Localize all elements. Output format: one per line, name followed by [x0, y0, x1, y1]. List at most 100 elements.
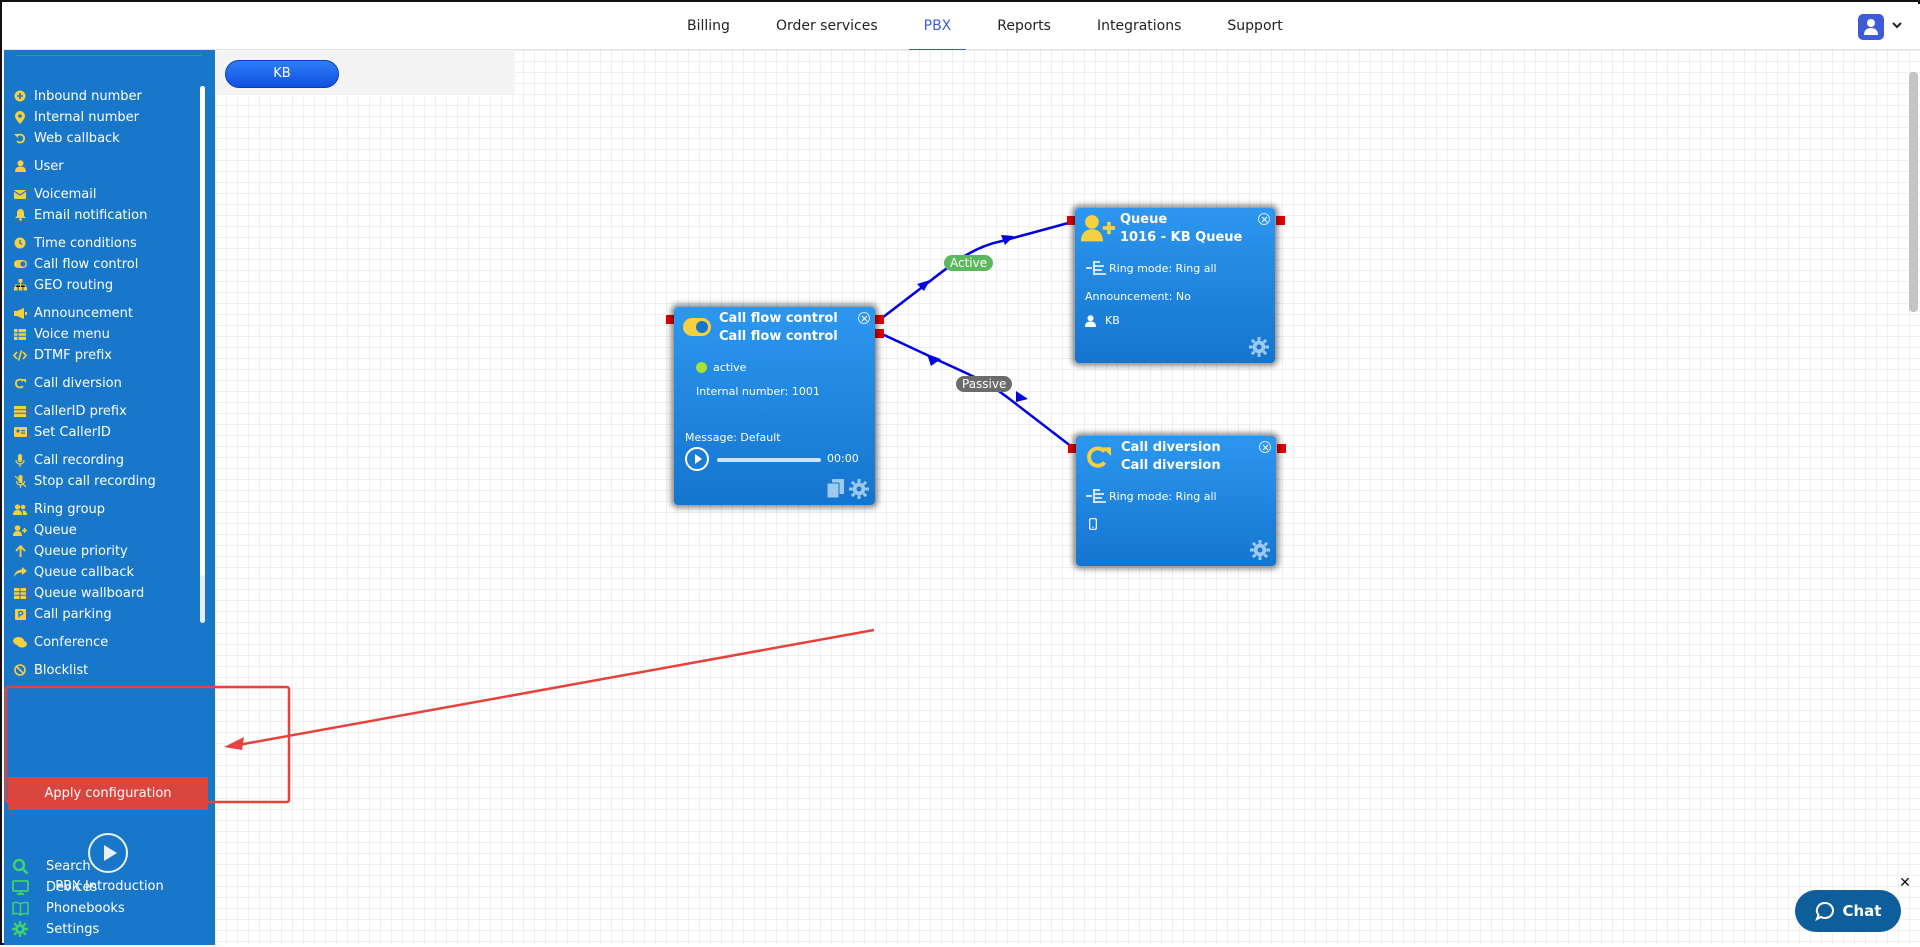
sidebar-item-queue[interactable]: Queue — [13, 520, 77, 540]
undo-icon — [13, 131, 27, 145]
sidebar-item-user[interactable]: User — [13, 156, 64, 176]
sidebar-item-label: Announcement — [34, 305, 133, 321]
node-input-port[interactable] — [1068, 444, 1077, 453]
sidebar-tool-settings[interactable]: Settings — [12, 919, 99, 939]
top-navigation: Billing Order services PBX Reports Integ… — [4, 4, 1920, 51]
sidebar-item-conference[interactable]: Conference — [13, 632, 108, 652]
status-text: active — [713, 361, 747, 374]
play-button[interactable] — [685, 447, 709, 471]
node-status: active — [696, 361, 746, 374]
sidebar-tool-phonebooks[interactable]: Phonebooks — [12, 898, 125, 918]
node-title: Call diversion — [1121, 440, 1221, 455]
gear-icon[interactable] — [1249, 337, 1269, 357]
sidebar-item-queue-priority[interactable]: Queue priority — [13, 541, 128, 561]
node-input-port[interactable] — [1067, 216, 1076, 225]
sidebar-tool-search[interactable]: Search — [12, 856, 91, 876]
node-close-icon[interactable] — [1259, 441, 1271, 453]
user-menu-button[interactable] — [1858, 14, 1884, 40]
sidebar-item-inbound-number[interactable]: Inbound number — [13, 86, 142, 106]
sidebar-item-label: Call diversion — [34, 375, 122, 391]
sidebar-item-email-notification[interactable]: Email notification — [13, 205, 147, 225]
sidebar-item-set-callerid[interactable]: Set CallerID — [13, 422, 111, 442]
chat-label: Chat — [1842, 902, 1882, 920]
sidebar-item-label: CallerID prefix — [34, 403, 127, 419]
share-icon — [13, 565, 27, 579]
sidebar-item-blocklist[interactable]: Blocklist — [13, 660, 88, 680]
toggle-icon — [683, 318, 711, 336]
node-close-icon[interactable] — [1258, 213, 1270, 225]
sidebar-item-label: Voicemail — [34, 186, 97, 202]
kb-context-button[interactable]: KB — [225, 60, 339, 88]
users-icon — [13, 502, 27, 516]
microphone-slash-icon — [13, 474, 27, 488]
gear-icon — [12, 920, 30, 938]
node-input-port[interactable] — [666, 315, 675, 324]
sidebar-tool-label: Search — [46, 858, 91, 874]
apply-configuration-button[interactable]: Apply configuration — [8, 777, 208, 810]
chevron-down-icon[interactable] — [1890, 18, 1904, 32]
mobile-phone-icon — [1089, 518, 1097, 530]
table-icon — [13, 586, 27, 600]
toggle-icon — [13, 257, 27, 271]
node-queue[interactable]: Queue 1016 - KB Queue Ring mode: Ring al… — [1075, 208, 1275, 363]
bell-icon — [13, 208, 27, 222]
tab-reports[interactable]: Reports — [997, 18, 1051, 34]
node-output-port-passive[interactable] — [875, 329, 884, 338]
node-output-port-active[interactable] — [875, 315, 884, 324]
gear-icon[interactable] — [1250, 540, 1270, 560]
tab-support[interactable]: Support — [1227, 18, 1283, 34]
sidebar-item-label: GEO routing — [34, 277, 114, 293]
sidebar-scrollbar-thumb[interactable] — [200, 86, 205, 576]
edge-active-arrow — [917, 235, 1014, 291]
node-message: Message: Default — [685, 431, 781, 444]
sidebar-tool-label: Phonebooks — [46, 900, 125, 916]
sidebar-item-announcement[interactable]: Announcement — [13, 303, 133, 323]
sidebar-item-dtmf-prefix[interactable]: DTMF prefix — [13, 345, 112, 365]
sidebar-item-ring-group[interactable]: Ring group — [13, 499, 105, 519]
edge-label-passive: Passive — [956, 376, 1013, 392]
sidebar-item-time-conditions[interactable]: Time conditions — [13, 233, 137, 253]
sidebar-item-callerid-prefix[interactable]: CallerID prefix — [13, 401, 127, 421]
sidebar-item-queue-wallboard[interactable]: Queue wallboard — [13, 583, 144, 603]
flow-canvas[interactable]: KB — [215, 50, 1920, 945]
node-subtitle: 1016 - KB Queue — [1120, 230, 1243, 245]
edge-passive-arrow — [927, 354, 1028, 402]
sidebar-item-call-flow-control[interactable]: Call flow control — [13, 254, 138, 274]
sidebar-item-label: Queue callback — [34, 564, 135, 580]
audio-progress-bar[interactable] — [717, 458, 821, 462]
book-icon — [12, 899, 30, 917]
sidebar-item-voicemail[interactable]: Voicemail — [13, 184, 96, 204]
sidebar-item-queue-callback[interactable]: Queue callback — [13, 562, 134, 582]
sidebar-item-label: Blocklist — [34, 662, 89, 678]
sidebar-item-label: Set CallerID — [34, 424, 111, 440]
sidebar-item-call-diversion[interactable]: Call diversion — [13, 373, 122, 393]
redo-icon — [1087, 446, 1111, 468]
tab-order-services[interactable]: Order services — [775, 18, 878, 34]
sidebar-item-call-parking[interactable]: Call parking — [13, 604, 112, 624]
sidebar-item-internal-number[interactable]: Internal number — [13, 107, 139, 127]
play-intro-icon[interactable] — [88, 833, 128, 873]
gear-icon[interactable] — [849, 479, 869, 499]
sidebar-item-call-recording[interactable]: Call recording — [13, 450, 124, 470]
sidebar-item-stop-call-recording[interactable]: Stop call recording — [13, 471, 156, 491]
node-output-port[interactable] — [1276, 216, 1285, 225]
node-close-icon[interactable] — [858, 312, 870, 324]
copy-icon[interactable] — [827, 479, 845, 499]
tab-integrations[interactable]: Integrations — [1096, 18, 1182, 34]
sidebar-item-voice-menu[interactable]: Voice menu — [13, 324, 110, 344]
node-output-port[interactable] — [1277, 444, 1286, 453]
pbx-introduction-label[interactable]: PBX Introduction — [55, 879, 164, 894]
sidebar-item-web-callback[interactable]: Web callback — [13, 128, 120, 148]
chat-button[interactable]: Chat — [1795, 890, 1901, 932]
envelope-icon — [13, 187, 27, 201]
node-call-diversion[interactable]: Call diversion Call diversion Ring mode:… — [1076, 436, 1276, 566]
tab-billing[interactable]: Billing — [687, 18, 730, 34]
node-announcement: Announcement: No — [1085, 290, 1191, 303]
sidebar-tool-devices[interactable]: Devices — [12, 877, 97, 897]
node-call-flow-control[interactable]: Call flow control Call flow control acti… — [674, 307, 875, 505]
canvas-scrollbar[interactable] — [1909, 72, 1918, 312]
sidebar-item-label: DTMF prefix — [34, 347, 112, 363]
edge-label-active: Active — [944, 255, 994, 271]
sidebar-item-geo-routing[interactable]: GEO routing — [13, 275, 113, 295]
chat-close-icon[interactable]: ✕ — [1899, 875, 1911, 891]
